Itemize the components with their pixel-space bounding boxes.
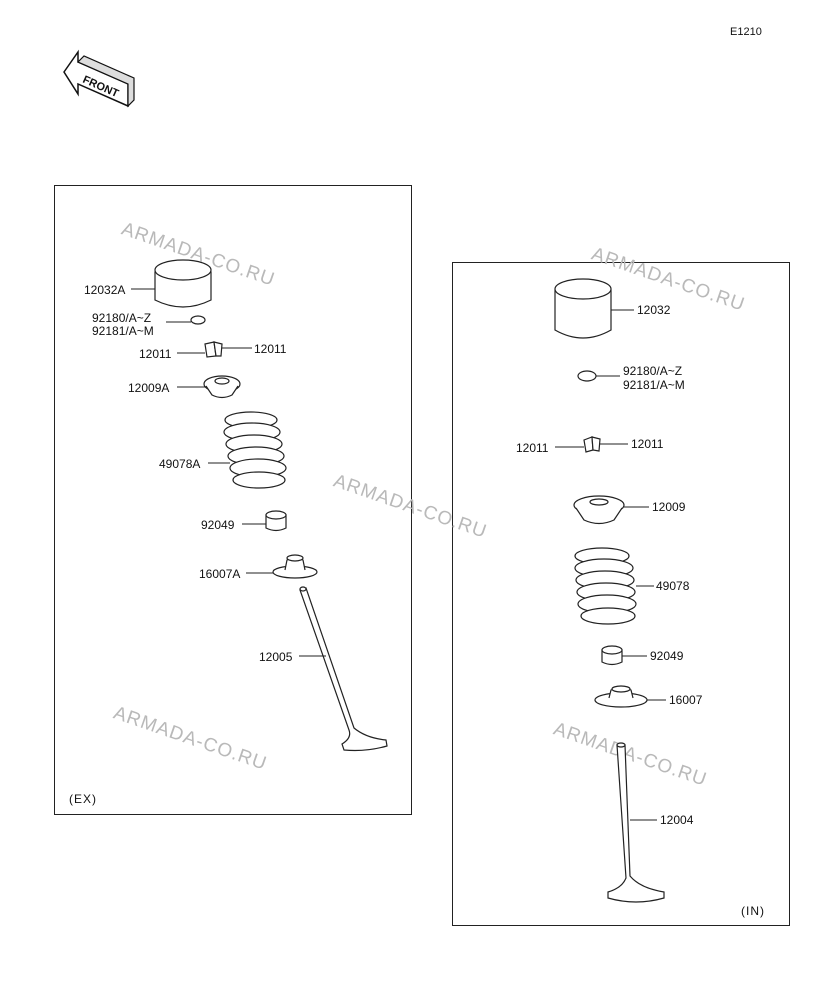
ex-spring <box>223 411 287 489</box>
ex-seal <box>265 510 287 532</box>
in-cotters <box>583 436 601 453</box>
ex-shim-label-1: 92180/A~Z <box>92 311 152 325</box>
ex-cotters <box>204 341 223 358</box>
ex-cotter-left-label: 12011 <box>139 347 172 361</box>
ex-cotter-right-label: 12011 <box>254 342 287 356</box>
ex-spring-label: 49078A <box>159 457 201 471</box>
ex-seat-label: 16007A <box>199 567 241 581</box>
ex-seat <box>272 554 318 579</box>
in-shim-label-2: 92181/A~M <box>623 378 685 392</box>
in-shim <box>577 370 597 382</box>
in-seal-label: 92049 <box>650 649 684 663</box>
intake-panel <box>452 262 790 926</box>
in-seat-label: 16007 <box>669 693 703 707</box>
in-tappet <box>554 278 612 339</box>
in-valve-label: 12004 <box>660 813 694 827</box>
ex-retainer-label: 12009A <box>128 381 170 395</box>
diagram-id: E1210 <box>730 26 762 38</box>
ex-valve-label: 12005 <box>259 650 293 664</box>
ex-tappet-label: 12032A <box>84 283 126 297</box>
in-cotter-right-label: 12011 <box>631 437 664 451</box>
in-cotter-left-label: 12011 <box>516 441 549 455</box>
in-retainer <box>573 495 625 525</box>
front-arrow-icon: FRONT <box>58 48 138 112</box>
in-spring <box>574 547 637 625</box>
ex-shim <box>190 315 206 325</box>
ex-panel-tag: (EX) <box>69 792 97 806</box>
in-panel-tag: (IN) <box>741 904 765 918</box>
ex-tappet <box>154 259 212 308</box>
in-shim-label-1: 92180/A~Z <box>623 364 683 378</box>
in-spring-label: 49078 <box>656 579 690 593</box>
ex-valve <box>299 586 388 752</box>
in-seat <box>594 685 648 708</box>
in-retainer-label: 12009 <box>652 500 686 514</box>
in-valve <box>607 742 665 903</box>
in-seal <box>601 645 623 666</box>
exhaust-panel <box>54 185 412 815</box>
in-tappet-label: 12032 <box>637 303 671 317</box>
ex-retainer <box>203 375 241 399</box>
ex-seal-label: 92049 <box>201 518 235 532</box>
ex-shim-label-2: 92181/A~M <box>92 324 154 338</box>
